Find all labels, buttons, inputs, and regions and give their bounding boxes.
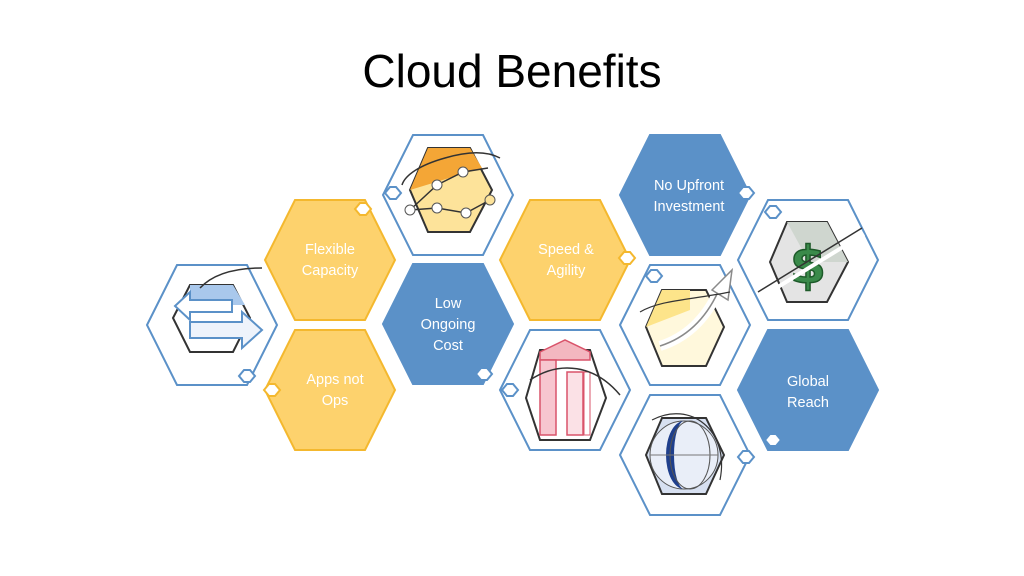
- hex-label-line: Capacity: [302, 263, 359, 279]
- hex-icon-globe: [618, 394, 756, 516]
- hex-label-line: Flexible: [305, 242, 355, 258]
- hex-no-upfront-investment: No Upfront Investment: [618, 134, 756, 256]
- hex-icon-dollar: $: [736, 199, 880, 321]
- growth-arrow-icon: [639, 267, 734, 367]
- hex-icon-arrows: [145, 264, 279, 386]
- page-title: Cloud Benefits: [362, 45, 662, 97]
- hex-icon-chart: [381, 134, 515, 256]
- no-dollar-icon: $: [757, 221, 866, 303]
- hex-label-line: No Upfront: [654, 178, 724, 194]
- hex-label-line: Reach: [787, 395, 829, 411]
- hex-icon-bar: [498, 329, 632, 451]
- hex-label-line: Global: [787, 374, 829, 390]
- hex-flexible-capacity: Flexible Capacity: [263, 199, 397, 321]
- line-chart-icon: [401, 147, 501, 233]
- hex-label-line: Investment: [654, 199, 725, 215]
- hex-label-line: Ongoing: [421, 317, 476, 333]
- hex-speed-agility: Speed & Agility: [498, 199, 637, 321]
- hex-icon-growth: [618, 264, 752, 386]
- hex-label-line: Ops: [322, 393, 349, 409]
- hex-label-line: Speed &: [538, 242, 594, 258]
- bidirectional-arrows-icon: [171, 267, 264, 353]
- globe-icon: [644, 413, 726, 495]
- hex-global-reach: Global Reach: [736, 329, 880, 451]
- hex-label-line: Cost: [433, 338, 463, 354]
- hex-low-ongoing-cost: Low Ongoing Cost: [381, 263, 515, 385]
- hex-label-line: Apps not: [306, 372, 363, 388]
- hex-label-line: Agility: [547, 263, 586, 279]
- hex-apps-not-ops: Apps not Ops: [262, 329, 397, 451]
- dollar-glyph: $: [790, 236, 826, 296]
- bar-chart-icon: [524, 339, 621, 441]
- hex-label-line: Low: [435, 296, 462, 312]
